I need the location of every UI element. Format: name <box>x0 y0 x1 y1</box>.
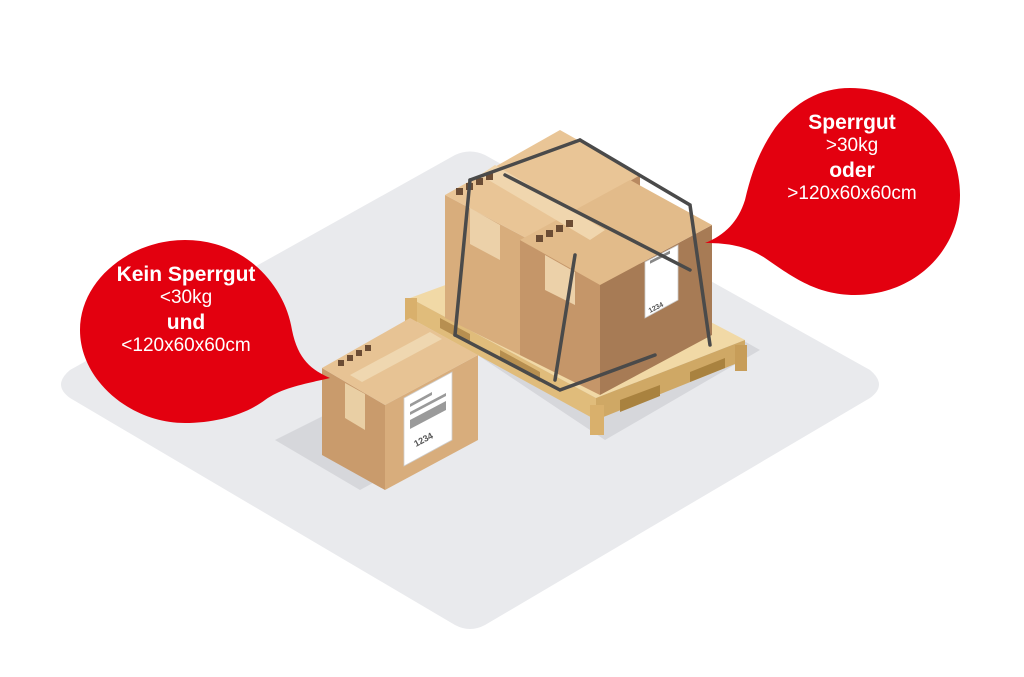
right-bubble-connector: oder <box>829 158 875 182</box>
left-bubble-text: Kein Sperrgut <30kg und <120x60x60cm <box>86 262 286 358</box>
left-bubble-connector: und <box>166 310 206 334</box>
right-bubble-title: Sperrgut <box>808 111 896 134</box>
left-bubble-size: <120x60x60cm <box>121 335 251 357</box>
left-bubble-title: Kein Sperrgut <box>116 263 256 286</box>
left-bubble-weight: <30kg <box>159 287 213 309</box>
left-bubble <box>80 240 330 423</box>
right-bubble-weight: >30kg <box>825 135 879 157</box>
small-box: 1234 <box>322 318 478 490</box>
right-bubble-size: >120x60x60cm <box>787 183 917 205</box>
pallet-box-stack: 1234 <box>445 130 712 395</box>
right-bubble-text: Sperrgut >30kg oder >120x60x60cm <box>752 110 952 206</box>
right-bubble <box>705 88 960 295</box>
